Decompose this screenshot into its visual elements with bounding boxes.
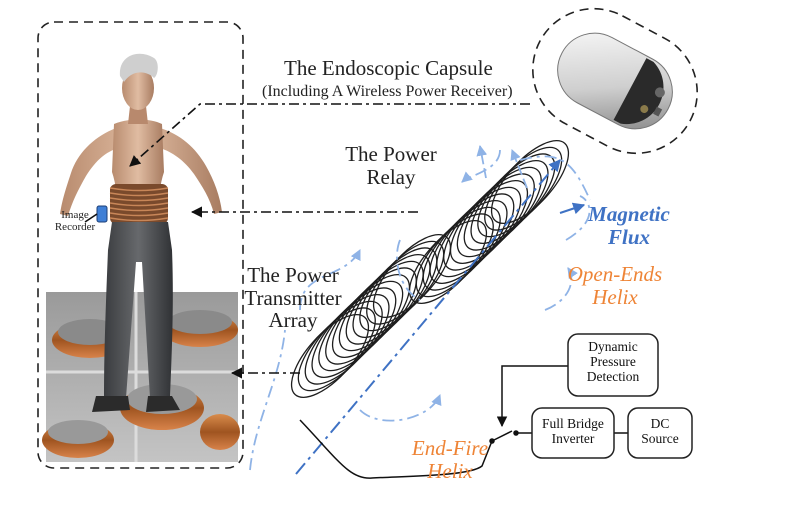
coil-turn <box>422 206 501 291</box>
coil-turn <box>456 173 535 258</box>
pressure-line: Dynamic <box>588 339 638 354</box>
circuit-wiring <box>299 365 628 479</box>
human-frame <box>37 21 244 469</box>
dc-line: Source <box>641 431 679 447</box>
floor-grid <box>46 292 238 462</box>
shoes <box>92 396 180 412</box>
open-ends-line: Open-Ends <box>567 262 663 286</box>
power-relay-line: Relay <box>366 164 416 189</box>
transmitter-array-label: The Power Transmitter Array <box>238 264 348 332</box>
flux-loop <box>544 267 578 311</box>
flux-arrow <box>510 148 528 189</box>
coil-turn <box>484 146 563 231</box>
magnetic-flux-lines <box>249 144 591 475</box>
floor-coil <box>200 414 240 450</box>
pressure-line: Pressure <box>590 354 636 370</box>
image-recorder-label: Image Recorder <box>50 209 100 234</box>
coil-lead-wire <box>299 419 493 479</box>
pointer-arrows <box>84 103 530 379</box>
flux-arrow <box>559 202 586 215</box>
capsule-image <box>557 32 673 130</box>
capsule-title: The Endoscopic Capsule <box>284 56 493 80</box>
coil-turn <box>436 193 515 278</box>
full-bridge-inverter-box <box>531 407 615 459</box>
coil-turn <box>490 139 570 225</box>
pressure-detection-box <box>567 333 659 397</box>
transmitter-line: Array <box>268 308 318 333</box>
human-illustration <box>37 21 244 469</box>
coil-turn <box>429 199 508 285</box>
coil-turn <box>372 233 452 319</box>
magnetic-flux-label: Magnetic Flux <box>584 203 674 248</box>
capsule-subtitle: (Including A Wireless Power Receiver) <box>262 83 513 100</box>
flux-loop <box>359 393 442 422</box>
open-ends-helix-label: Open-Ends Helix <box>562 263 668 308</box>
dc-source-box <box>627 407 693 459</box>
image-recorder-pointer <box>84 213 98 223</box>
transmitter-coil <box>290 233 452 399</box>
pants <box>104 222 173 398</box>
full-bridge-inverter-text: Full Bridge Inverter <box>532 416 614 446</box>
switch-contact <box>489 438 495 444</box>
coil-turn <box>443 186 522 271</box>
flux-loop <box>299 249 361 311</box>
coil-turn <box>345 260 424 345</box>
coil-turn <box>470 159 549 245</box>
image-recorder-line: Recorder <box>54 220 96 233</box>
floor-coil <box>162 310 238 347</box>
human-figure <box>60 53 222 412</box>
capsule-group <box>532 7 698 155</box>
arms <box>60 128 222 216</box>
image-recorder-line: Image <box>61 209 89 221</box>
end-fire-helix-label: End-Fire Helix <box>402 437 498 482</box>
end-fire-line: Helix <box>427 458 473 483</box>
flux-loop <box>565 195 591 241</box>
transmitter-line: Transmitter <box>244 285 342 310</box>
capsule-pointer-arrow <box>129 103 530 167</box>
coil-turn <box>366 240 445 325</box>
magnetic-flux-line: Flux <box>607 224 651 249</box>
coil-turn <box>415 213 494 298</box>
dc-line: DC <box>650 416 670 431</box>
inverter-line: Inverter <box>551 431 595 447</box>
end-fire-line: End-Fire <box>411 436 489 460</box>
capsule-frame <box>532 7 698 155</box>
flux-loop <box>519 155 591 201</box>
inverter-line: Full Bridge <box>542 416 604 431</box>
head <box>122 66 154 110</box>
pressure-detection-text: Dynamic Pressure Detection <box>568 339 658 384</box>
open-ends-line: Helix <box>592 284 638 309</box>
power-relay-label: The Power Relay <box>336 143 446 188</box>
neck <box>128 106 148 124</box>
switch-blade <box>491 430 513 442</box>
hair <box>119 53 158 82</box>
coil-turn <box>463 166 542 251</box>
flux-loop <box>396 239 421 301</box>
flux-arrow <box>476 144 488 179</box>
dc-source-text: DC Source <box>628 416 692 446</box>
coil-turn <box>352 253 431 339</box>
coil-turn <box>359 247 438 332</box>
transmitter-line: The Power <box>247 263 339 287</box>
floor-coil <box>42 420 114 458</box>
waist-relay-coil <box>109 184 169 224</box>
pressure-line: Detection <box>586 369 640 385</box>
pressure-to-switch <box>496 365 568 428</box>
power-relay-line: The Power <box>345 142 437 166</box>
magnetic-flux-line: Magnetic <box>588 202 670 226</box>
coil-turn <box>408 219 488 305</box>
flux-loop <box>249 329 286 471</box>
